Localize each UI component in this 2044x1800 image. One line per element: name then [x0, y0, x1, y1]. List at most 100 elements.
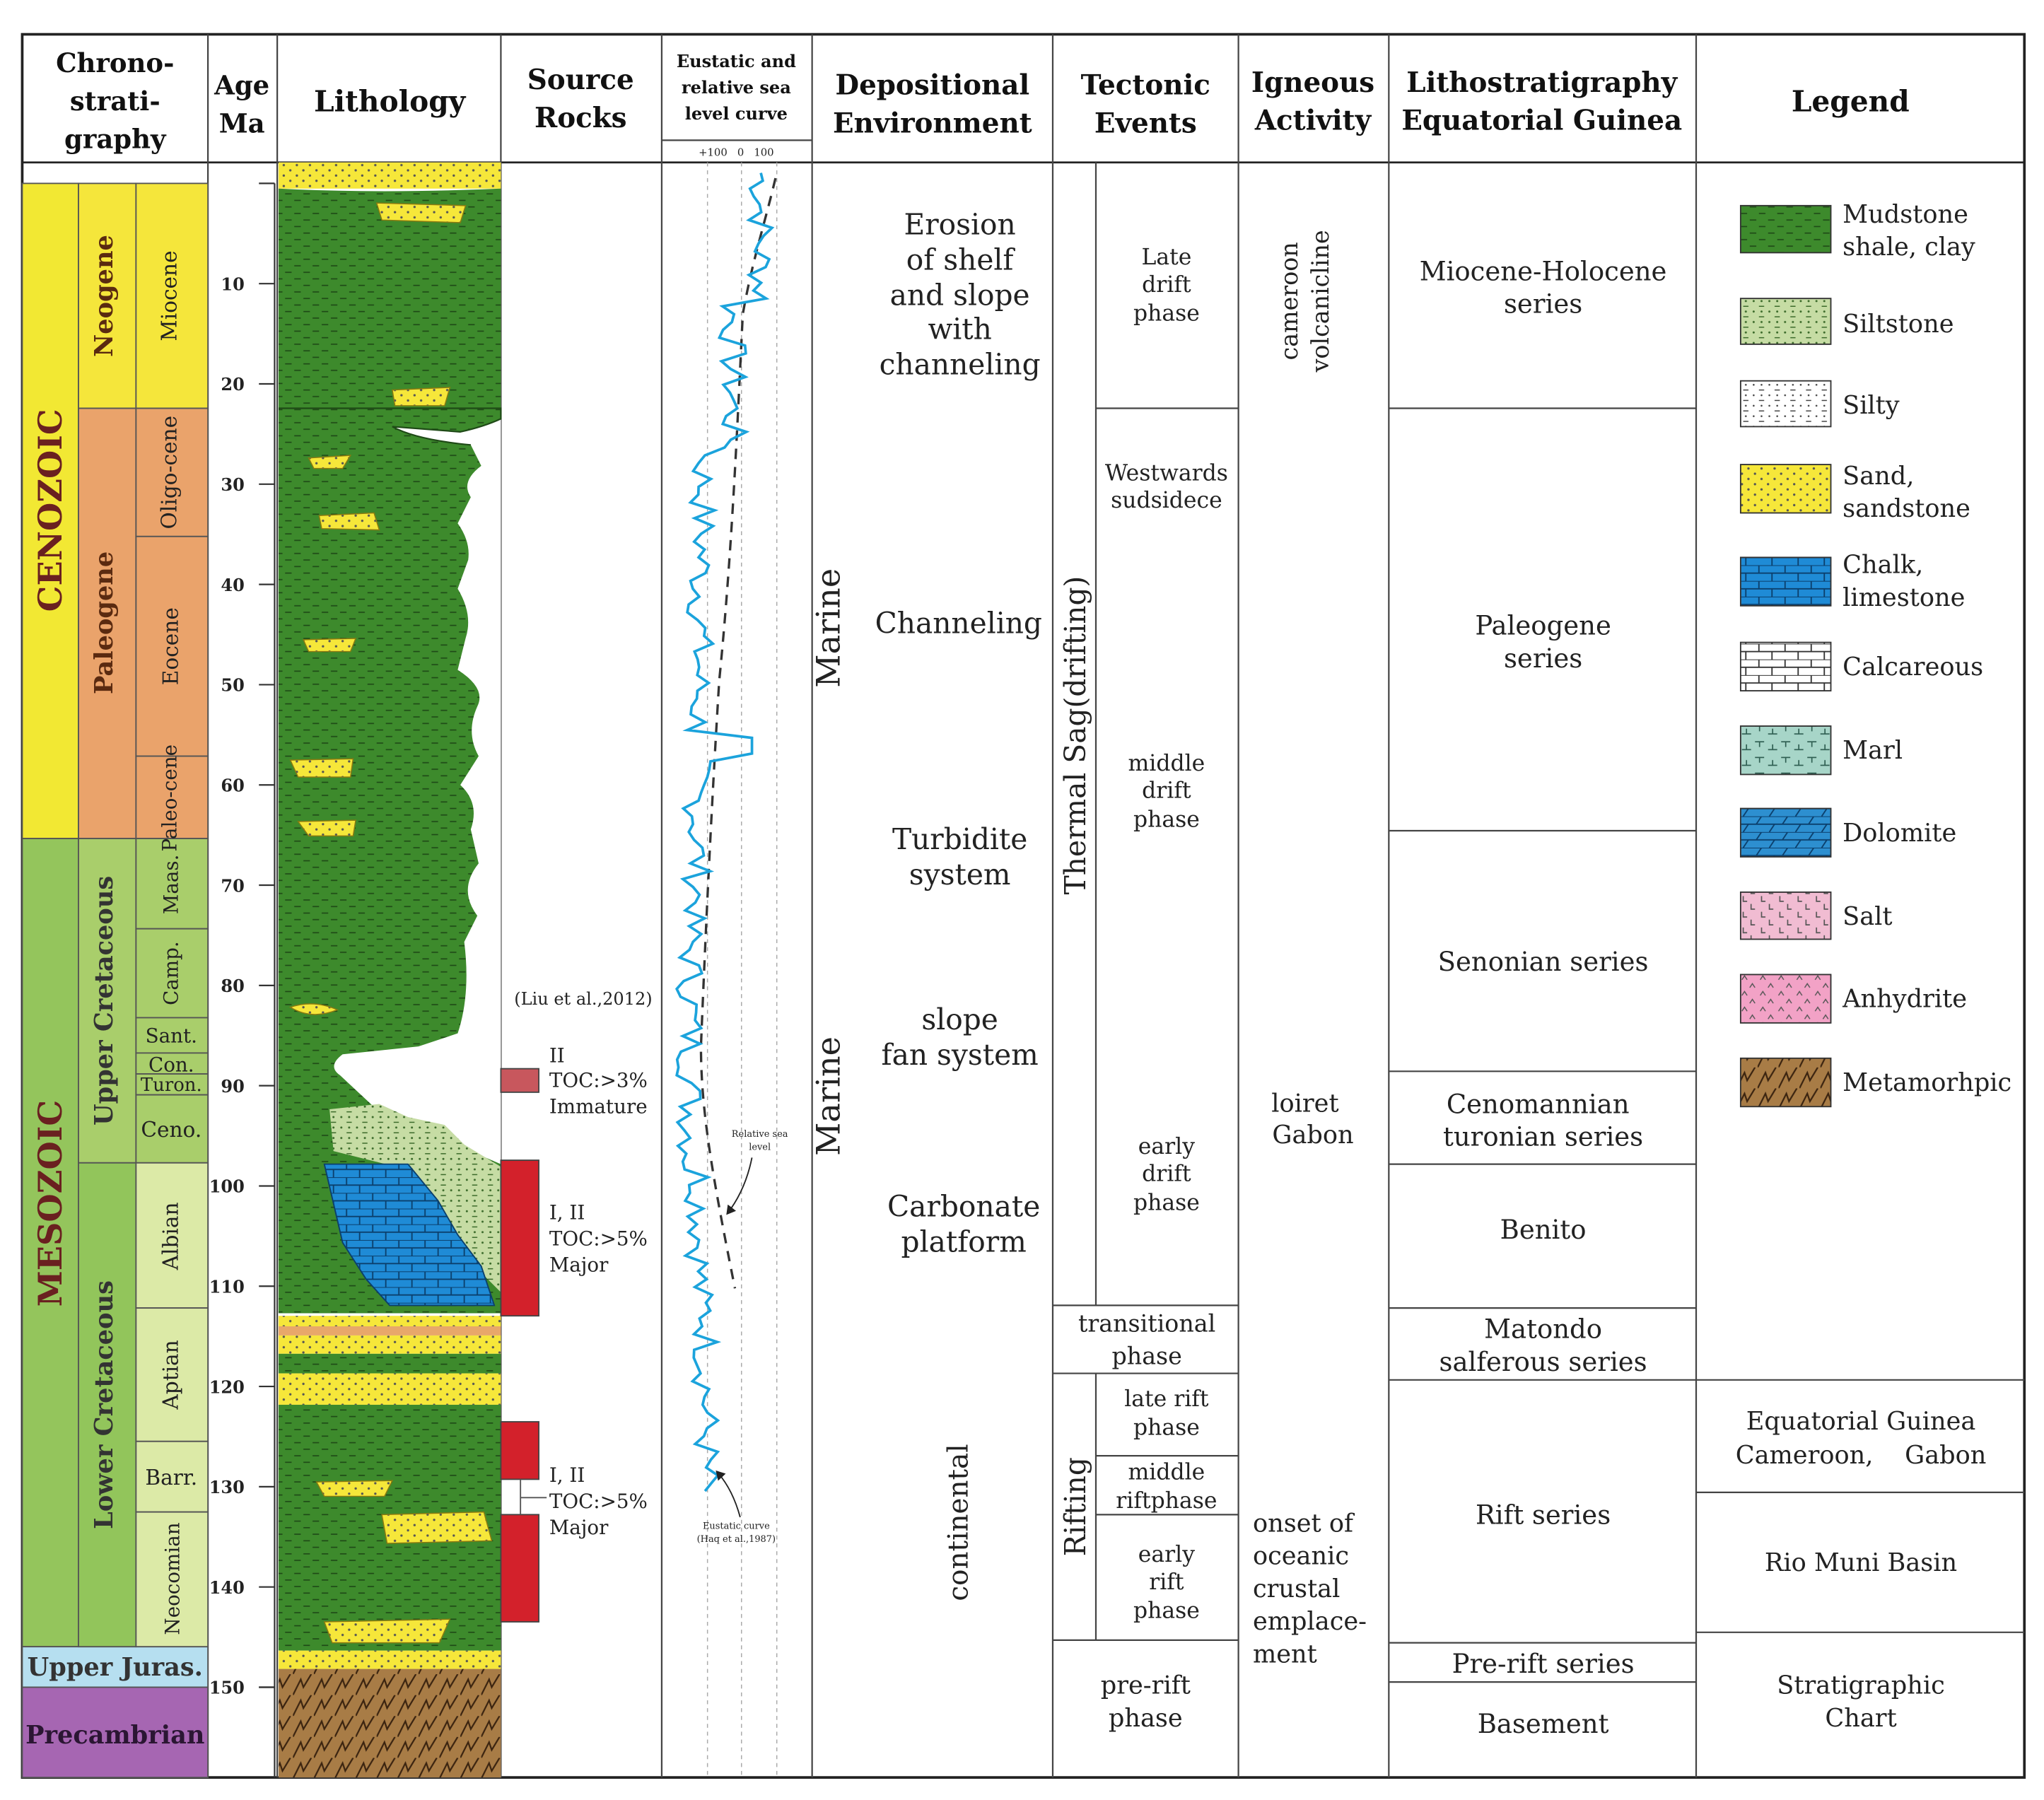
- litho-senonian: Senonian series: [1438, 947, 1649, 977]
- epoch-santonian: Sant.: [146, 1024, 197, 1048]
- tectonic-events: Thermal Sag(drifting) Rifting Late drift…: [1052, 162, 1239, 1733]
- eustatic-annotation-line2: (Haq et al.,1987): [697, 1534, 776, 1545]
- tectonic-pre-rift-2: phase: [1109, 1704, 1183, 1733]
- period-neogene: Neogene: [90, 235, 119, 357]
- tectonic-middle-drift-1: middle: [1128, 751, 1205, 776]
- lithology-column: [278, 162, 502, 1778]
- legend-label-siltstone: Siltstone: [1842, 310, 1954, 339]
- litho-top-sand: [278, 162, 501, 189]
- igneous-cameroon-1: cameroon: [1275, 242, 1303, 360]
- age-tick-label: 80: [221, 976, 244, 996]
- header-chrono-line2: strati-: [70, 86, 160, 117]
- sealevel-scale: +100 0 100: [699, 147, 773, 159]
- age-tick-label: 130: [209, 1477, 245, 1497]
- tectonic-late-drift-1: Late: [1141, 245, 1191, 270]
- legend-chart-2: Chart: [1825, 1704, 1896, 1733]
- legend-item-calcareous: Calcareous: [1739, 641, 1983, 691]
- litho-miocene-1: Miocene-Holocene: [1420, 256, 1667, 286]
- header-source-line2: Rocks: [535, 103, 627, 134]
- age-tick-label: 20: [221, 374, 244, 395]
- igneous-gabon: Gabon: [1272, 1121, 1353, 1150]
- igneous-onset-5: ment: [1253, 1640, 1317, 1668]
- legend: Mudstone shale, clay Siltstone Silty San…: [1736, 200, 2012, 1733]
- header-sealevel-line1: Eustatic and: [677, 51, 796, 71]
- tectonic-middle-rift-1: middle: [1128, 1459, 1205, 1485]
- tectonic-late-drift-3: phase: [1133, 301, 1200, 327]
- era-column: CENOZOIC MESOZOIC Upper Juras. Precambri…: [21, 182, 209, 1779]
- dep-env5-line1: Carbonate: [887, 1190, 1040, 1224]
- tectonic-late-rift-2: phase: [1133, 1415, 1200, 1441]
- age-tick-label: 30: [221, 474, 244, 495]
- tectonic-middle-rift-2: riftphase: [1116, 1488, 1217, 1514]
- legend-basin: Rio Muni Basin: [1765, 1548, 1957, 1577]
- depositional-environment: Marine Marine continental Erosion of she…: [809, 208, 1041, 1601]
- header-litho-line1: Lithostratigraphy: [1406, 67, 1678, 99]
- lithostratigraphy: Miocene-Holocene series Paleogene series…: [1389, 256, 2025, 1739]
- dep-env1-line5: channeling: [880, 347, 1041, 381]
- epoch-albian: Albian: [159, 1202, 183, 1270]
- tectonic-late-rift-1: late rift: [1124, 1386, 1209, 1412]
- eustatic-sea-level-curve: [674, 173, 775, 1492]
- tectonic-westwards-2: sudsidece: [1111, 488, 1222, 513]
- legend-label-sand-2: sandstone: [1842, 494, 1970, 523]
- legend-label-chalk-1: Chalk,: [1842, 551, 1923, 580]
- dep-marine-lower: Marine: [809, 1036, 847, 1156]
- age-tick-label: 150: [209, 1678, 245, 1698]
- legend-item-metamorphic: Metamorhpic: [1739, 1057, 2011, 1108]
- era-cenozoic-band: [21, 182, 79, 839]
- legend-swatch-silty: [1739, 380, 1832, 428]
- legend-label-marl: Marl: [1842, 736, 1903, 765]
- source-rock-major-albian: [500, 1159, 539, 1317]
- dep-env4-line1: slope: [921, 1003, 998, 1036]
- epoch-cenomanian: Ceno.: [141, 1118, 202, 1142]
- legend-label-chalk-2: limestone: [1842, 583, 1965, 612]
- dep-env2: Channeling: [875, 607, 1042, 641]
- legend-label-sand-1: Sand,: [1842, 462, 1914, 491]
- source-citation: (Liu et al.,2012): [514, 989, 652, 1009]
- header-sealevel-line3: level curve: [685, 103, 788, 124]
- header-chrono: Chrono- strati- graphy: [56, 47, 174, 154]
- source3-toc: TOC:>5%: [549, 1490, 648, 1513]
- source1-maturity: Immature: [549, 1094, 648, 1118]
- age-tick-label: 10: [221, 274, 244, 294]
- epoch-turonian: Turon.: [141, 1075, 202, 1096]
- legend-item-salt: Salt: [1739, 891, 1893, 940]
- source3-rank: Major: [549, 1516, 609, 1539]
- legend-item-silty: Silty: [1739, 380, 1900, 428]
- litho-paleogene-2: series: [1504, 643, 1582, 674]
- dep-env1-line4: with: [928, 312, 991, 346]
- source2-rank: Major: [549, 1253, 609, 1276]
- legend-swatch-anhydrite: [1739, 974, 1832, 1024]
- litho-miocene-2: series: [1504, 289, 1582, 320]
- legend-swatch-siltstone: [1739, 298, 1832, 345]
- litho-basement: Basement: [1478, 1709, 1609, 1739]
- igneous-onset-1: onset of: [1253, 1509, 1355, 1538]
- period-column: Neogene Paleogene Upper Cretaceous Lower…: [78, 182, 137, 1648]
- tectonic-transitional-2: phase: [1111, 1343, 1181, 1370]
- litho-matondo-2: salferous series: [1439, 1347, 1647, 1377]
- legend-item-chalk: Chalk, limestone: [1739, 551, 1965, 612]
- header-depositional-line2: Environment: [833, 107, 1032, 139]
- header-chrono-line3: graphy: [64, 123, 167, 154]
- legend-label-metamorphic: Metamorhpic: [1842, 1068, 2011, 1097]
- period-upper-cretaceous: Upper Cretaceous: [90, 876, 119, 1126]
- legend-chart-1: Stratigraphic: [1777, 1671, 1945, 1700]
- dep-env3-line2: system: [909, 858, 1011, 892]
- tectonic-early-drift-2: drift: [1142, 1162, 1191, 1187]
- header-age-line2: Ma: [219, 107, 265, 139]
- legend-swatch-calcareous: [1739, 641, 1832, 691]
- header-chrono-line1: Chrono-: [56, 47, 174, 78]
- epoch-neocomian: Neocomian: [160, 1522, 184, 1635]
- litho-paleogene-1: Paleogene: [1475, 611, 1611, 641]
- age-tick-label: 40: [221, 575, 244, 595]
- tectonic-pre-rift-1: pre-rift: [1101, 1671, 1191, 1700]
- period-paleogene: Paleogene: [90, 551, 119, 694]
- age-tick-label: 120: [209, 1377, 245, 1397]
- legend-region-1: Equatorial Guinea: [1746, 1407, 1976, 1436]
- tectonic-rifting: Rifting: [1058, 1457, 1092, 1556]
- tectonic-late-drift-2: drift: [1142, 272, 1191, 298]
- dep-env4-line2: fan system: [882, 1038, 1039, 1072]
- age-tick-label: 70: [221, 875, 244, 896]
